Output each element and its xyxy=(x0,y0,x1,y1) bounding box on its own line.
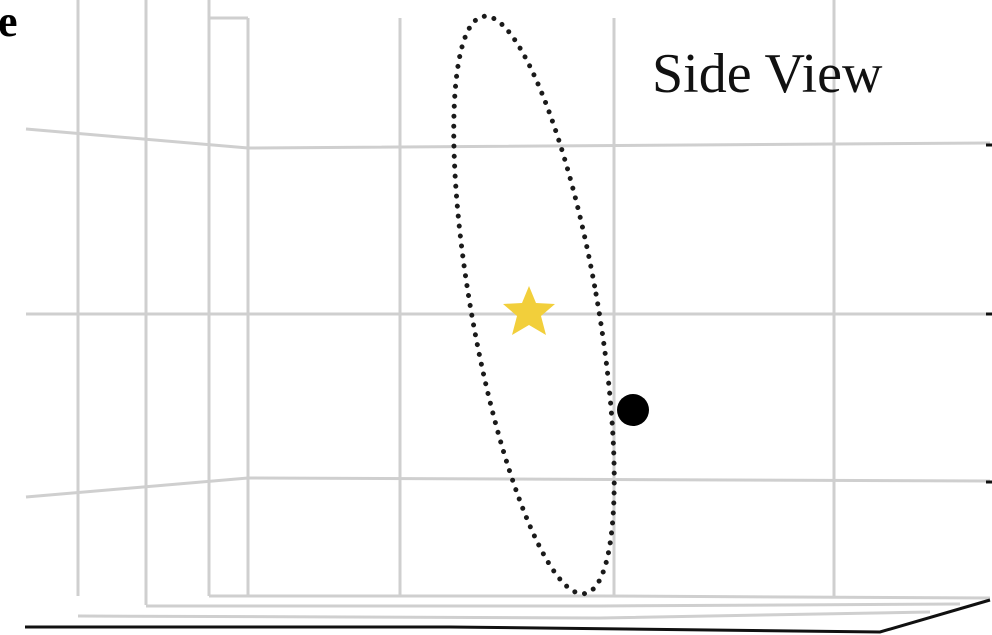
axis-lines xyxy=(25,143,992,634)
star-icon xyxy=(503,286,555,335)
floor-back-edge xyxy=(209,594,991,600)
front-axis-line xyxy=(25,598,991,634)
grid-horizontal-line xyxy=(25,476,991,499)
panel-letter: e xyxy=(0,0,18,46)
orbit-path xyxy=(451,13,617,597)
floor-mid-edge xyxy=(146,602,961,608)
filled-circle-icon xyxy=(617,394,649,426)
floor-front-edge xyxy=(77,610,931,620)
view-title: Side View xyxy=(652,43,883,105)
back-wall-grid xyxy=(25,0,991,620)
grid-horizontal-line xyxy=(25,127,991,150)
